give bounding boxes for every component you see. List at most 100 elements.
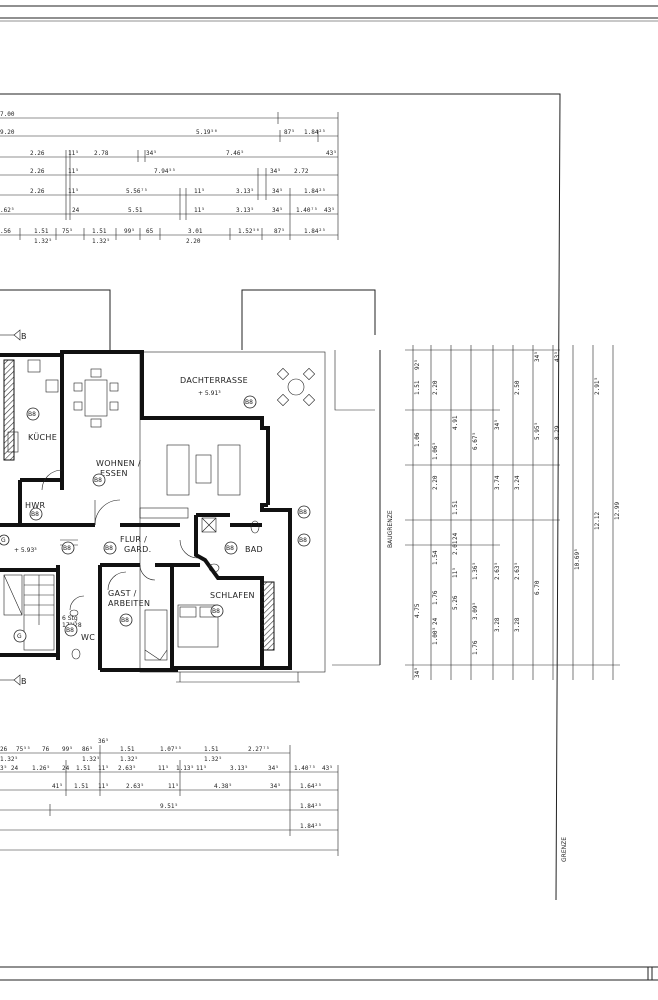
room-label-schlafen: SCHLAFEN (210, 591, 255, 600)
bottom-dim-1-9: 2.27⁷⁵ (248, 746, 270, 753)
side-dim-c4-3: 1.36⁵ (472, 562, 479, 580)
top-dim-2-2: 5.19⁵⁰ (196, 129, 218, 136)
room-label-wc: WC (81, 633, 95, 642)
side-dim-c1-5: 92⁵ (414, 359, 421, 370)
top-dim-7-sub-1: 1.32⁵ (34, 238, 52, 245)
top-dim-5-1: 2.26 (30, 188, 45, 195)
bottom-dim-1-sub-3: 1.32⁵ (120, 756, 138, 763)
side-dim-c7-2: 5.95⁵ (534, 422, 541, 440)
side-dim-c1-4: 1.51 (414, 380, 421, 395)
room-label-gard: GARD. (124, 545, 151, 554)
top-dim-7-8: 1.52⁵⁰ (238, 228, 260, 235)
furniture (3, 359, 316, 661)
walls (0, 350, 292, 672)
bottom-dim-1-2: 75⁵⁵ (16, 746, 30, 753)
bottom-dim-2-7: 11⁵ (158, 765, 169, 772)
building-boundary: BAUGRENZE (332, 350, 394, 666)
top-dim-6-6: 34⁵ (272, 207, 283, 214)
top-dim-6-2: 24 (72, 207, 80, 214)
top-dim-7-7: 3.01 (188, 228, 203, 235)
top-dim-5-5: 3.13⁵ (236, 188, 254, 195)
side-dim-c2-5: 2.20 (432, 475, 439, 490)
top-dim-6-7: 1.40⁷⁵ (296, 207, 318, 214)
top-dim-3-2: 11⁵ (68, 150, 79, 157)
side-dim-c3-2: 11⁵ (452, 567, 459, 578)
doors (41, 469, 199, 611)
side-dim-c6-1: 3.28 (514, 617, 521, 632)
side-dim-c9-3: 2.91⁵ (594, 377, 601, 395)
bottom-dim-1-7: 1.07⁵⁵ (160, 746, 182, 753)
section-markers: B B (0, 329, 27, 686)
bottom-dim-4-2: 1.84²⁵ (300, 803, 322, 810)
room-label-gast: GAST / (108, 589, 137, 598)
section-marker-b-bottom: B (21, 677, 27, 686)
room-label-flur: FLUR / (120, 535, 147, 544)
top-dim-3-6: 43⁵ (326, 150, 337, 157)
grenze-label: GRENZE (561, 837, 568, 862)
top-dim-6-1: .62⁵ (0, 207, 14, 214)
top-dim-7-sub-2: 1.32⁵ (92, 238, 110, 245)
top-dim-4-4: 34⁵ (270, 168, 281, 175)
bottom-dim-1-8: 1.51 (204, 746, 219, 753)
top-dim-5-4: 11⁵ (194, 188, 205, 195)
side-dim-c3-1: 5.26 (452, 595, 459, 610)
bottom-dim-1-5: 86⁵ (82, 746, 93, 753)
section-marker-b-top: B (21, 332, 27, 341)
side-dim-c6-2: 2.63⁵ (514, 562, 521, 580)
top-dim-2-4: 1.84²⁵ (304, 129, 326, 136)
bottom-dim-1-3: 76 (42, 746, 50, 753)
side-dim-c4-1: 1.76 (472, 640, 479, 655)
top-dim-4-2: 11⁵ (68, 168, 79, 175)
bottom-dim-top-mark: 36⁵ (98, 738, 109, 745)
room-label-essen: ESSEN (100, 469, 128, 478)
side-dim-c2-6: 1.06⁵ (432, 442, 439, 460)
bottom-dim-2-12: 1.40⁷⁵ (294, 765, 316, 772)
top-dim-5-2: 11⁵ (68, 188, 79, 195)
tag-wc: B8 (66, 627, 74, 634)
top-dim-5-3: 5.56⁷⁵ (126, 188, 148, 195)
tag-flur: B8 (105, 545, 113, 552)
bottom-dim-2-6: 2.63⁵ (118, 765, 136, 772)
room-label-wohnen: WOHNEN / (96, 459, 141, 468)
top-dim-4-3: 7.94⁵⁵ (154, 168, 176, 175)
terrace-table-icon (276, 367, 316, 407)
top-dim-7-6: 65 (146, 228, 154, 235)
bottom-dim-3-3: 11⁵ (98, 783, 109, 790)
bottom-dim-1-6: 1.51 (120, 746, 135, 753)
bottom-dim-3-8: 1.64²⁵ (300, 783, 322, 790)
terrace-level: + 5.91³ (198, 390, 221, 397)
top-dim-7-10: 1.84²⁵ (304, 228, 326, 235)
bottom-dimension-chain: 36⁵ 26 75⁵⁵ 76 99⁵ 86⁵ 1.51 1.07⁵⁵ 1.51 … (0, 738, 339, 856)
side-dim-c2-7: 2.20 (432, 380, 439, 395)
top-dim-6-3: 5.51 (128, 207, 143, 214)
tag-terrace-east-2: B8 (299, 537, 307, 544)
side-dim-c7-1: 6.70 (534, 580, 541, 595)
top-dim-3-5: 7.46⁵ (226, 150, 244, 157)
top-dim-7-9: 87⁵ (274, 228, 285, 235)
side-dim-c5-3: 3.74 (494, 475, 501, 490)
bottom-dim-1-sub-1: 1.32⁵ (0, 756, 18, 763)
side-dim-c2-3: 1.76 (432, 590, 439, 605)
bottom-dim-3-1: 41⁵ (52, 783, 63, 790)
tag-gast: B8 (121, 617, 129, 624)
top-dim-3-1: 2.26 (30, 150, 45, 157)
tag-garage: G (17, 633, 22, 640)
tag-wohnen: B8 (94, 477, 102, 484)
top-dim-5-6: 34⁵ (272, 188, 283, 195)
bottom-dim-2-1: 3⁵ 24 (0, 765, 18, 772)
tag-schlafen: B8 (212, 608, 220, 615)
bottom-dim-1-sub-2: 1.32⁵ (82, 756, 100, 763)
top-dim-6-4: 11⁵ (194, 207, 205, 214)
side-dim-c1-3: 1.06 (414, 432, 421, 447)
bottom-dim-2-9: 11⁵ (196, 765, 207, 772)
side-dimension-chain: 4.75 34⁵ 1.06 1.51 92⁵ 1.00⁵ 24 1.76 1.5… (405, 345, 621, 680)
top-dim-7-1: .56 (0, 228, 11, 235)
side-dim-c1-2: 34⁵ (414, 667, 421, 678)
top-dim-7-2: 1.51 (34, 228, 49, 235)
side-dim-c8-2: 43⁵ (554, 351, 561, 362)
tag-flur-west: B8 (63, 545, 71, 552)
bottom-dim-5-1: 1.84²⁵ (300, 823, 322, 830)
top-dim-3-4: 34⁵ (146, 150, 157, 157)
room-label-bad: BAD (245, 545, 263, 554)
